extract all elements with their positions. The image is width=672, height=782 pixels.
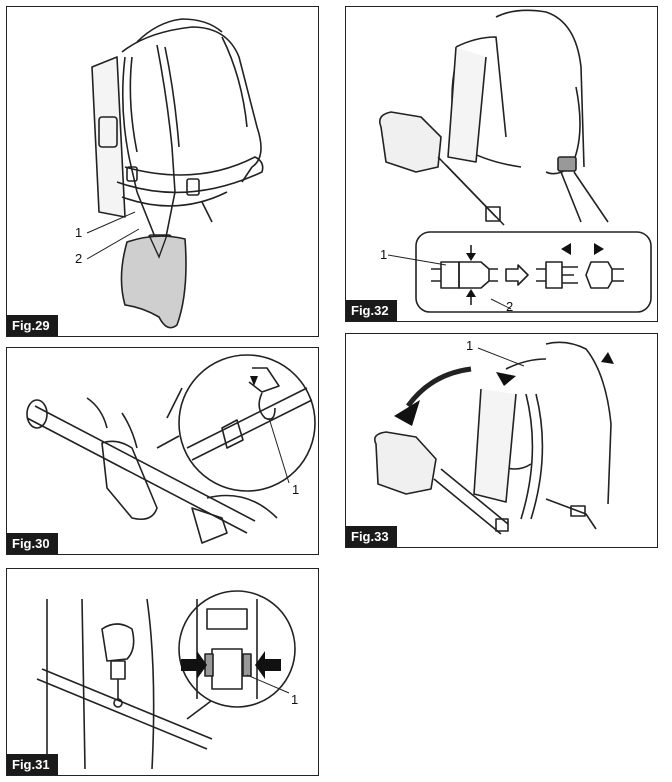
buckle-release-illustration [378, 9, 652, 313]
backpack-harness-illustration [86, 18, 264, 329]
callout-2: 2 [75, 251, 83, 266]
figure-label: Fig.31 [7, 754, 58, 775]
callout-1: 1 [75, 225, 83, 240]
figure-label: Fig.32 [346, 300, 397, 321]
buckle-press-illustration [36, 590, 296, 770]
callout-1: 1 [291, 692, 299, 707]
figure-30-panel: 1 Fig.30 [6, 347, 319, 555]
figure-31-panel: 1 Fig.31 [6, 568, 319, 776]
callout-2: 2 [506, 299, 514, 314]
figure-29-panel: 1 2 Fig.29 [6, 6, 319, 337]
figure-label: Fig.30 [7, 533, 58, 554]
hip-pad [120, 235, 187, 329]
callout-1: 1 [380, 247, 388, 262]
figure-label: Fig.33 [346, 526, 397, 547]
figure-label: Fig.29 [7, 315, 58, 336]
figure-32-panel: 1 2 Fig.32 [345, 6, 658, 322]
quick-release-illustration [373, 341, 614, 535]
callout-1: 1 [292, 482, 300, 497]
hook-attach-illustration [26, 354, 316, 544]
callout-1: 1 [466, 338, 474, 353]
figure-33-panel: 1 Fig.33 [345, 333, 658, 548]
